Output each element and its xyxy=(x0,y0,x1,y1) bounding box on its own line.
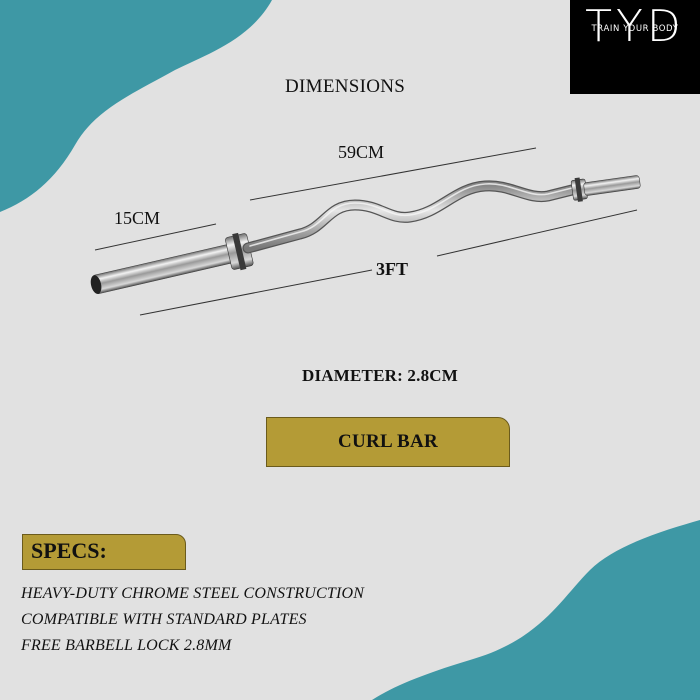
spec-item: HEAVY-DUTY CHROME STEEL CONSTRUCTION xyxy=(21,585,365,602)
dimensions-title: DIMENSIONS xyxy=(285,76,406,97)
specs-heading-banner: SPECS: xyxy=(22,534,186,570)
product-name-banner: CURL BAR xyxy=(266,417,510,467)
spec-item: COMPATIBLE WITH STANDARD PLATES xyxy=(21,611,307,628)
dimension-line-15cm xyxy=(94,223,217,251)
specs-heading: SPECS: xyxy=(31,538,107,563)
dimension-line-3ft-right xyxy=(436,209,638,257)
logo-mark: TYD xyxy=(585,1,685,52)
product-name: CURL BAR xyxy=(337,431,439,452)
dimension-line-3ft-left xyxy=(139,269,373,316)
label-15cm: 15CM xyxy=(114,208,161,228)
logo-tagline: TRAIN YOUR BODY xyxy=(591,24,679,34)
label-3ft: 3FT xyxy=(376,259,409,279)
curl-bar-illustration xyxy=(90,175,641,294)
dimension-line-59cm xyxy=(249,147,537,201)
label-59cm: 59CM xyxy=(338,142,385,162)
spec-item: FREE BARBELL LOCK 2.8MM xyxy=(21,637,232,654)
diameter-label: DIAMETER: 2.8CM xyxy=(302,366,458,385)
teal-wave-bottom-right xyxy=(372,520,700,700)
brand-logo: TYD TRAIN YOUR BODY xyxy=(570,0,700,94)
teal-wave-top-left xyxy=(0,0,272,212)
